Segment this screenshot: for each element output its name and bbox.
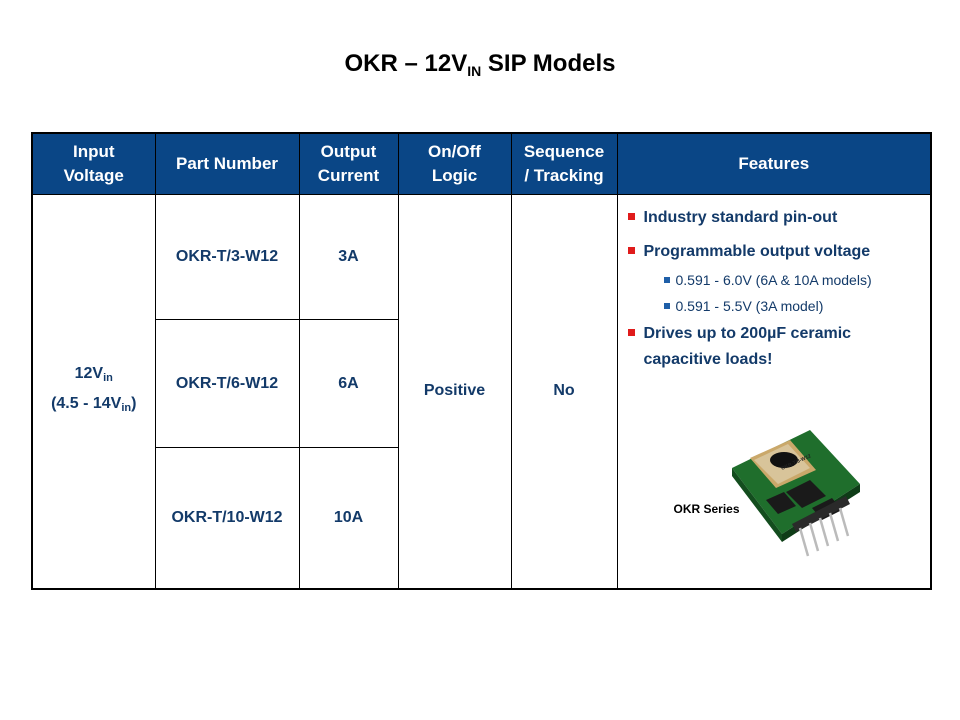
image-caption: OKR Series: [673, 501, 740, 516]
output-current-cell: 10A: [298, 447, 399, 589]
part-number-cell: OKR-T/10-W12: [154, 447, 300, 589]
input-voltage-cell: 12Vin (4.5 - 14Vin): [31, 194, 156, 589]
header-part-number: Part Number: [154, 132, 300, 195]
blue-bullet-icon: [663, 277, 670, 283]
table-row: 12Vin (4.5 - 14Vin) OKR-T/3-W12 3A Posit…: [31, 194, 932, 589]
table-row: OKR-T/6-W12 6A: [32, 319, 931, 448]
features-cell: Industry standard pin-out Programmable o…: [616, 194, 932, 589]
blue-bullet-icon: [663, 303, 670, 309]
on-off-logic-cell: Positive: [397, 194, 512, 589]
part-number-cell: OKR-T/3-W12: [154, 194, 300, 320]
feature-subitem: 0.591 - 5.5V (3A model): [663, 295, 931, 317]
red-bullet-icon: [627, 329, 635, 336]
okr-module-image: OKR-T/3-W12: [731, 429, 860, 556]
part-number-cell: OKR-T/6-W12: [154, 319, 300, 448]
output-current-cell: 3A: [298, 194, 399, 320]
header-features: Features: [616, 132, 932, 195]
feature-sublist: 0.591 - 6.0V (6A & 10A models) 0.591 - 5…: [663, 269, 931, 317]
red-bullet-icon: [627, 213, 635, 220]
header-sequence-tracking: Sequence/ Tracking: [510, 132, 618, 195]
feature-item: Programmable output voltage: [627, 239, 931, 265]
red-bullet-icon: [627, 247, 635, 254]
output-current-cell: 6A: [298, 319, 399, 448]
feature-subitem: 0.591 - 6.0V (6A & 10A models): [663, 269, 931, 291]
slide-title: OKR – 12VIN SIP Models: [344, 50, 616, 79]
sequence-tracking-cell: No: [510, 194, 618, 589]
features-list: Industry standard pin-out Programmable o…: [618, 205, 931, 265]
feature-item: Industry standard pin-out: [627, 205, 931, 231]
table-row: OKR-T/10-W12 10A: [32, 447, 931, 589]
